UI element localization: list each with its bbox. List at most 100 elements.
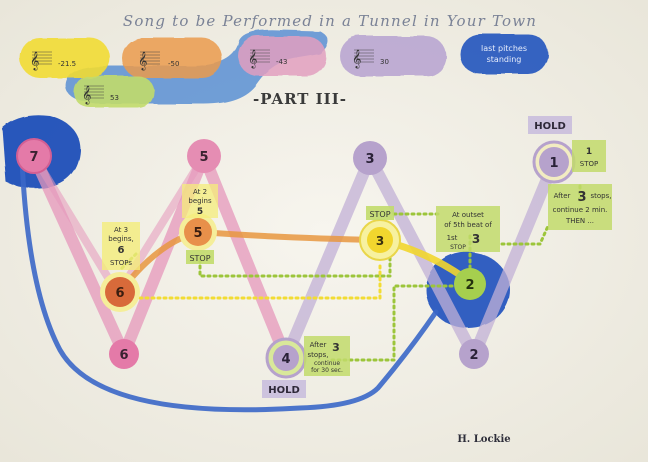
staff-green [84,85,104,99]
part-heading: -PART III- [253,90,347,108]
legend-blue-text-1: last pitches [481,44,527,53]
svg-text:HOLD: HOLD [268,385,300,396]
pink-voice-line [28,150,292,364]
green-dotted-cues [118,184,582,362]
treble-clef-icon: 𝄞 [352,49,361,69]
svg-text:6: 6 [118,245,125,256]
legend-staves [32,49,374,99]
note-after-3-stops-continue-2min: After 3 stops, continue 2 min. THEN ... [548,184,612,230]
svg-text:3: 3 [365,152,374,167]
svg-text:stops,: stops, [591,192,612,200]
author-signature: H. Lockie [457,434,510,445]
svg-text:1: 1 [586,147,592,157]
node-4: 4 [265,337,307,379]
svg-text:5: 5 [193,226,202,241]
node-7: 7 [16,138,52,174]
treble-clef-icon: 𝄞 [82,85,91,105]
legend-pill-blue [460,34,548,74]
legend-pitch-purple: 30 [380,58,389,66]
svg-text:6: 6 [119,348,128,363]
blue-voice-line [19,157,439,413]
treble-clef-icon: 𝄞 [248,49,257,69]
node-1-purple: 1 [532,140,576,184]
legend-blue-text-2: standing [487,55,522,64]
note-at-outset: At outset of 5th beat of 1st 3 STOP [436,206,500,252]
svg-text:begins: begins [188,197,212,205]
staff-pink [250,49,270,63]
svg-text:After: After [310,341,327,349]
nodes: 7 5 3 1 6 6 5 [16,138,576,379]
score-title: Song to be Performed in a Tunnel in Your… [123,12,537,30]
svg-text:1st: 1st [447,234,458,242]
green-cue-5 [330,284,472,362]
svg-text:for 30 sec.: for 30 sec. [311,367,343,374]
svg-text:stops,: stops, [308,351,329,359]
node-5-pink: 5 [187,139,221,173]
svg-text:At 3: At 3 [114,226,128,234]
svg-text:At outset: At outset [452,211,484,219]
green-cue-2 [198,248,392,278]
node-5-orange: 5 [179,213,217,251]
legend-pill-orange [122,38,222,78]
hold-tag-top: HOLD [528,116,572,134]
svg-text:7: 7 [29,150,38,165]
svg-text:STOP: STOP [450,244,466,251]
yellow-dotted-line [138,260,382,300]
svg-text:continue 2 min.: continue 2 min. [553,206,608,214]
node-6-orange: 6 [100,272,140,312]
svg-text:3: 3 [332,341,340,354]
note-after-3-stops-continue-30: After 3 stops, continue for 30 sec. [304,336,350,376]
legend [20,29,548,108]
legend-pill-green [74,76,154,108]
svg-text:1: 1 [549,156,558,171]
stop-tag-yellow: STOP [366,206,394,220]
svg-text:At 2: At 2 [193,188,207,196]
svg-text:6: 6 [115,286,124,301]
svg-text:2: 2 [469,348,478,363]
legend-pitches: -21.5 -50 -43 30 53 [58,58,389,102]
treble-clef-icon: 𝄞 [30,51,39,71]
svg-text:3: 3 [577,190,586,205]
legend-pitch-pink: -43 [276,58,287,66]
treble-clef-icon: 𝄞 [138,51,147,71]
legend-pitch-orange: -50 [168,60,179,68]
note-at-3-begins: At 3 begins, 6 STOPs [102,222,140,270]
svg-text:STOP: STOP [189,254,210,263]
svg-text:HOLD: HOLD [534,121,566,132]
svg-text:STOP: STOP [369,210,390,219]
svg-text:of 5th beat of: of 5th beat of [444,221,492,229]
svg-text:3: 3 [472,232,480,246]
legend-pill-yellow [20,38,110,78]
note-at-2-begins: At 2 begins 5 [182,184,218,218]
node-2-purple: 2 [459,339,489,369]
hold-tag-bottom: HOLD [262,380,306,398]
svg-text:After: After [554,192,571,200]
legend-pill-purple [340,36,446,76]
node-3-yellow: 3 [359,219,401,261]
svg-text:5: 5 [199,150,208,165]
stop-tag-orange: STOP [186,250,214,264]
green-cue-6 [500,224,550,246]
svg-text:THEN ...: THEN ... [565,217,594,225]
node-3-purple: 3 [353,141,387,175]
legend-pill-pink [238,36,326,76]
node-6-pink: 6 [109,339,139,369]
svg-text:4: 4 [281,352,290,367]
svg-text:STOP: STOP [580,160,598,168]
staff-purple [354,49,374,63]
svg-text:5: 5 [197,207,203,217]
note-1-stop: 1 STOP [572,140,606,172]
staff-orange [140,51,160,65]
staff-yellow [32,51,52,65]
legend-pitch-yellow: -21.5 [58,60,76,68]
svg-text:2: 2 [465,278,474,293]
node-2-green: 2 [454,268,486,300]
svg-text:3: 3 [376,234,384,248]
legend-pitch-green: 53 [110,94,119,102]
svg-text:begins,: begins, [108,235,133,243]
legend-clefs: 𝄞 𝄞 𝄞 𝄞 𝄞 [30,49,361,105]
svg-text:continue: continue [314,360,340,367]
svg-text:STOPs: STOPs [110,259,132,267]
